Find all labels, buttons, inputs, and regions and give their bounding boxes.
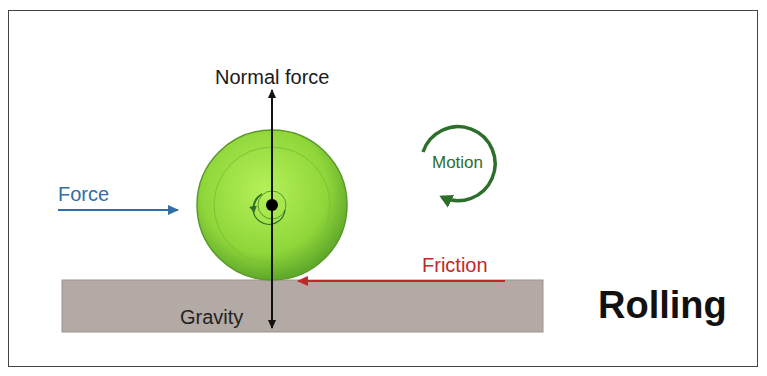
motion-arrow (423, 127, 495, 201)
gravity-arrow (271, 100, 273, 328)
diagram-title: Rolling (598, 285, 727, 327)
force-label: Friction (422, 254, 488, 276)
motion-label: Motion (432, 154, 483, 173)
friction-arrow (298, 280, 505, 282)
spin-arrow (253, 194, 285, 224)
force-label: Force (58, 183, 109, 205)
applied-force-arrow (58, 209, 178, 211)
frame-border (9, 11, 758, 367)
center-dot (266, 199, 278, 211)
ground-surface (62, 280, 543, 332)
force-label: Gravity (180, 306, 243, 328)
force-label: Normal force (215, 66, 329, 88)
